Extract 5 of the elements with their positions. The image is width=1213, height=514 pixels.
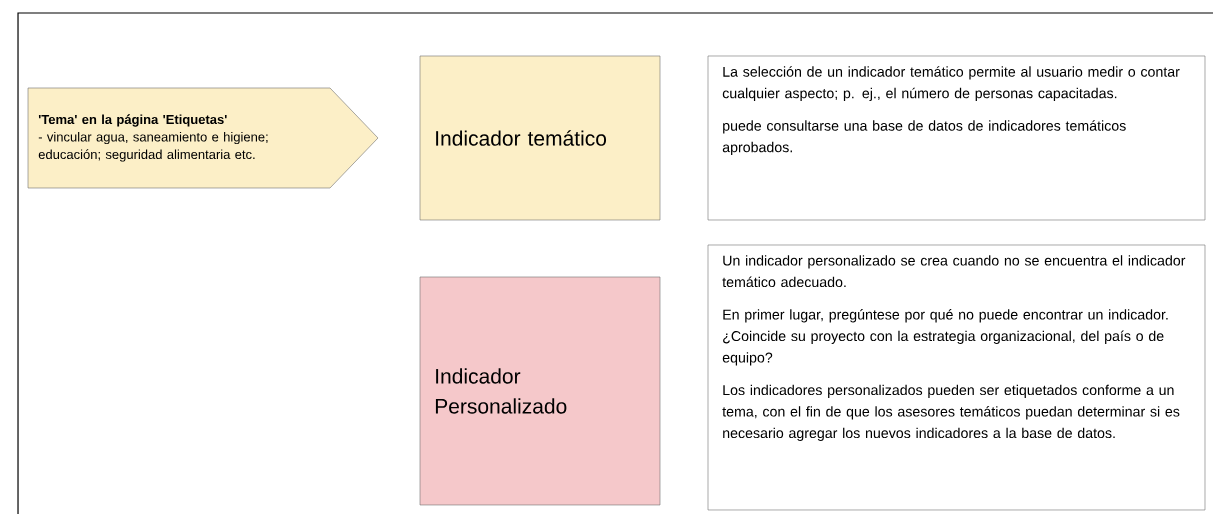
indicator-box: Indicador temático (419, 55, 661, 221)
indicator-box: Indicador Personalizado (419, 276, 661, 506)
description-box: Un indicador personalizado se crea cuando no se encuentra el indicador temático adecuado. En primer lugar, pregúntese por qué no puede encontrar un indicador. ¿Coincide su proyecto con la estrategia organizacional, del país o de equipo? Los indicadores personalizados pueden ser etiquetados conforme a un tema, con el fin de que los asesores temáticos puedan determinar si es necesario agregar los nuevos indicadores a la base de datos. (707, 244, 1206, 511)
arrow-shaped-box: 'Tema' en la página 'Etiquetas' - vincular agua, saneamiento e higiene; educación; seguridad alimentaria etc. (27, 87, 379, 189)
description-box: La selección de un indicador temático permite al usuario medir o contar cualquier aspecto; p. ej., el número de personas capacitadas. puede consultarse una base de datos de indicadores temáticos aprobados. (707, 55, 1206, 221)
